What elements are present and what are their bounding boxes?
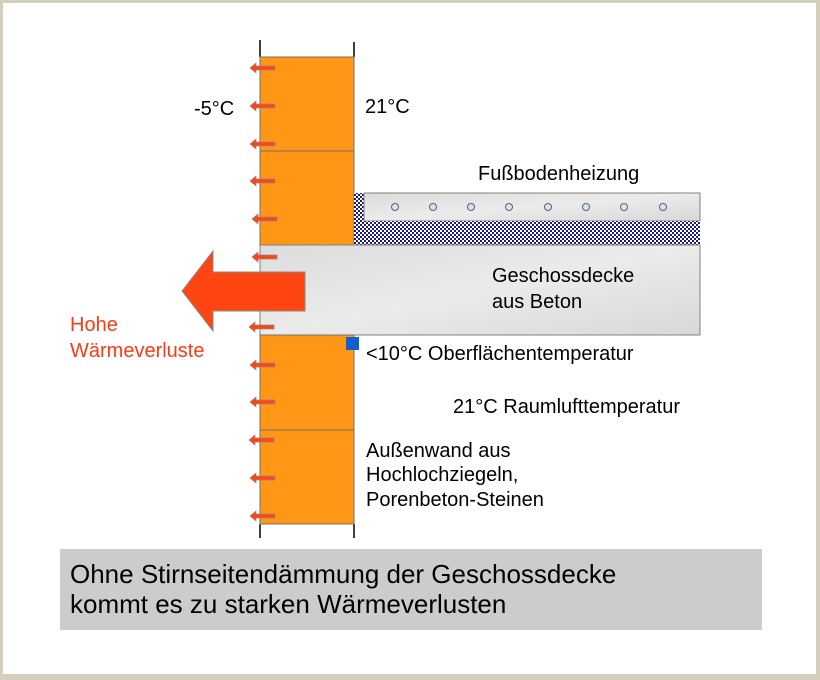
small-heat-flow-arrows: [248, 62, 278, 522]
floor-heating-label: Fußbodenheizung: [478, 163, 640, 185]
upper-wall: [259, 56, 355, 246]
floor-heating-layer: [354, 192, 701, 245]
slab-label-line2: aus Beton: [492, 291, 583, 313]
heating-pipes: [391, 203, 667, 211]
caption-box: Ohne Stirnseitendämmung der Geschossdeck…: [60, 549, 762, 630]
caption-line2: kommt es zu starken Wärmeverlusten: [70, 589, 507, 619]
inside-temperature-label: 21°C: [365, 96, 410, 118]
cold-spot-marker: [346, 337, 359, 350]
wall-label-line2: Hochlochziegeln,: [366, 464, 519, 486]
outside-temperature-label: -5°C: [194, 98, 235, 120]
surface-temperature-label: <10°C Oberflächentemperatur: [366, 343, 634, 365]
wall-label-line3: Porenbeton-Steinen: [366, 489, 544, 511]
lower-wall: [259, 334, 355, 525]
heat-loss-label-line2: Wärmeverluste: [70, 340, 205, 362]
slab-label-line1: Geschossdecke: [492, 265, 635, 287]
heat-loss-arrow-icon: [181, 249, 306, 333]
heat-loss-label-line1: Hohe: [70, 314, 118, 336]
caption-line1: Ohne Stirnseitendämmung der Geschossdeck…: [70, 559, 617, 589]
concrete-slab: [259, 244, 701, 336]
wall-outline-ticks: [259, 40, 355, 538]
room-air-temperature-label: 21°C Raumlufttemperatur: [453, 396, 680, 418]
wall-label-line1: Außenwand aus: [366, 440, 511, 462]
